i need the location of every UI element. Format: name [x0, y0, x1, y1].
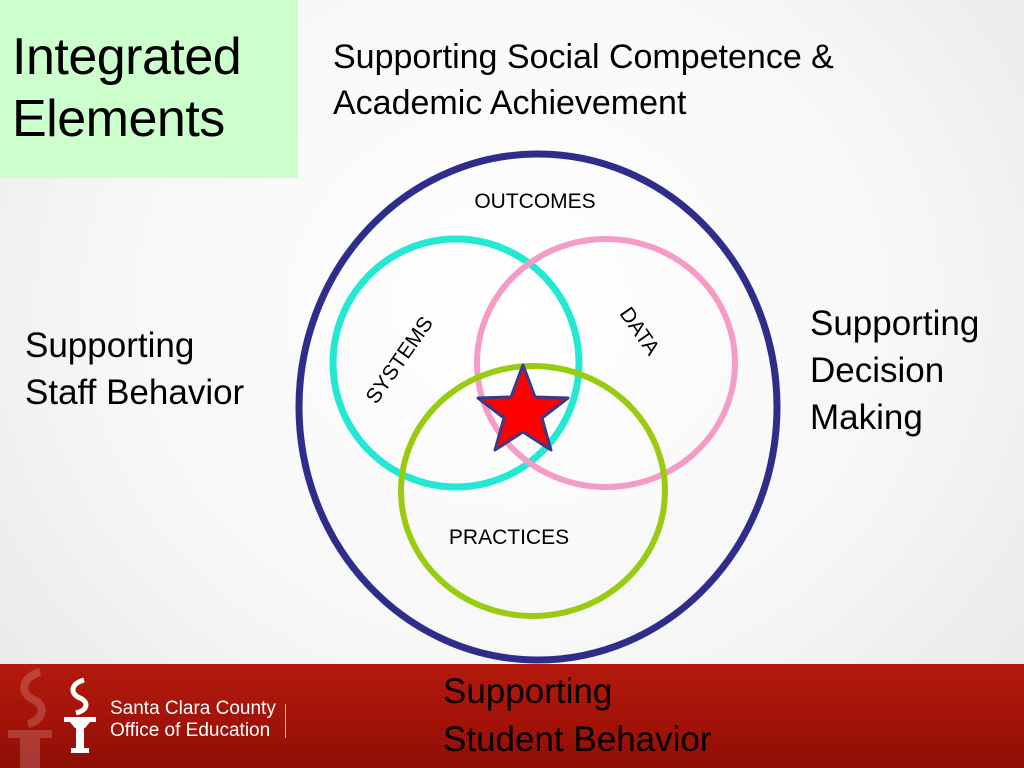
right-caption-line-2: Decision — [810, 351, 945, 390]
star-icon — [476, 363, 570, 452]
top-heading-line-1: Supporting Social Competence & — [333, 38, 834, 76]
title-line-2: Elements — [12, 90, 225, 148]
bottom-caption: Supporting Student Behavior — [443, 668, 712, 764]
right-caption-line-3: Making — [810, 398, 923, 437]
outcomes-label: OUTCOMES — [474, 190, 595, 213]
bottom-caption-line-1: Supporting — [443, 672, 613, 711]
org-name-line-1: Santa Clara County — [110, 698, 276, 719]
organization-name: Santa Clara County Office of Education — [110, 698, 276, 742]
bottom-caption-line-2: Student Behavior — [443, 720, 712, 759]
title-line-1: Integrated — [12, 28, 242, 86]
venn-diagram: OUTCOMES SYSTEMS DATA PRACTICES — [295, 150, 781, 664]
right-caption-line-1: Supporting — [810, 304, 980, 343]
data-label: DATA — [615, 303, 664, 360]
outcomes-circle — [295, 150, 781, 664]
left-caption-line-2: Staff Behavior — [25, 373, 245, 412]
systems-circle — [329, 235, 583, 491]
footer-divider — [285, 704, 286, 738]
data-circle — [474, 236, 738, 490]
left-caption: Supporting Staff Behavior — [25, 322, 244, 416]
torch-logo-icon — [64, 677, 96, 753]
top-heading: Supporting Social Competence & Academic … — [333, 34, 834, 126]
right-caption: Supporting Decision Making — [810, 300, 979, 441]
ghost-torch-logo-icon — [8, 668, 52, 768]
left-caption-line-1: Supporting — [25, 326, 195, 365]
slide-title: Integrated Elements — [0, 0, 298, 178]
practices-circle — [398, 363, 668, 619]
practices-label: PRACTICES — [449, 526, 569, 549]
top-heading-line-2: Academic Achievement — [333, 84, 687, 122]
org-name-line-2: Office of Education — [110, 720, 271, 741]
systems-label: SYSTEMS — [361, 313, 437, 408]
footer-bar: Santa Clara County Office of Education — [0, 664, 1024, 768]
